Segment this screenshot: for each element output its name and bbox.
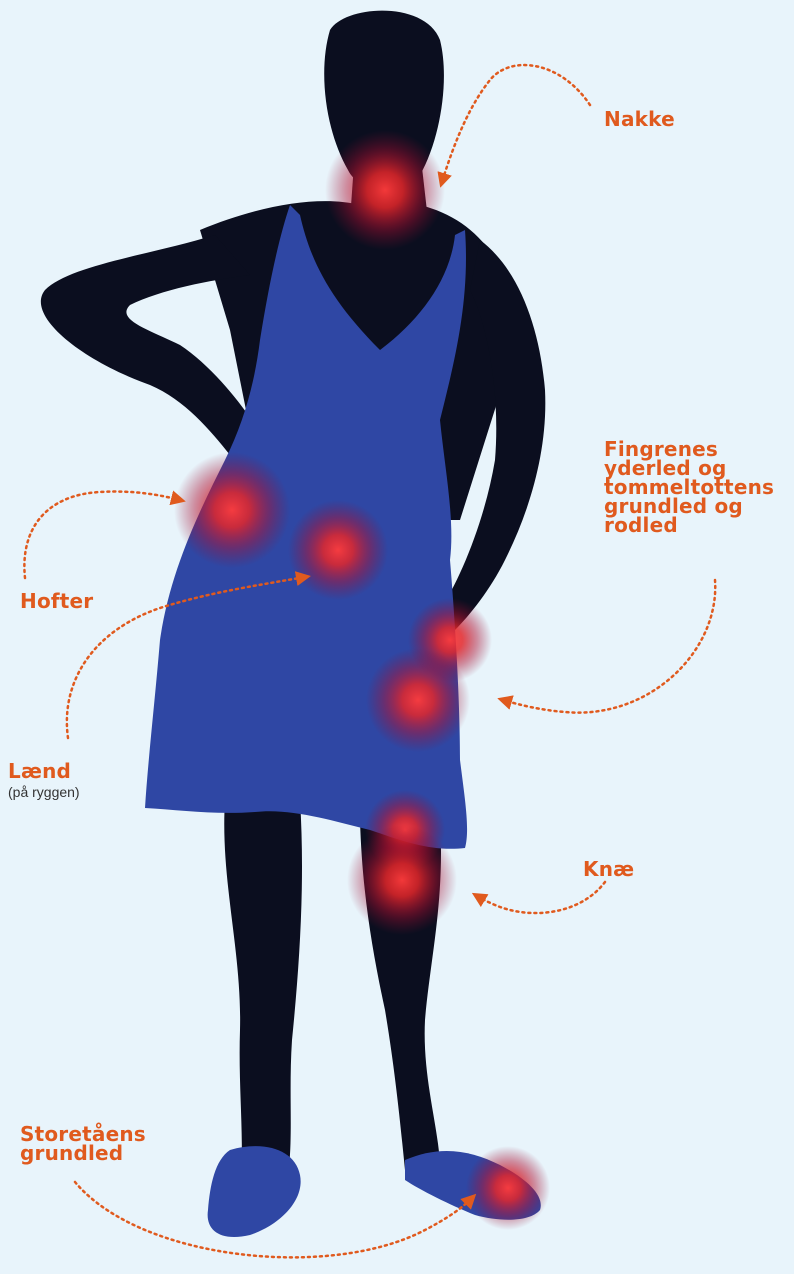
label-hofter: Hofter [20, 592, 93, 611]
label-nakke: Nakke [604, 110, 675, 129]
arrow-fingrenes [503, 580, 715, 713]
arrow-hofter [24, 492, 180, 578]
left-arm [41, 235, 265, 455]
label-storetaen: Storetåens grundled [20, 1125, 146, 1163]
hotspot-lower-back [288, 500, 388, 600]
hotspot-thumb [366, 648, 470, 752]
hotspot-hip [174, 452, 290, 568]
hotspot-big-toe [466, 1146, 550, 1230]
left-slipper [208, 1146, 301, 1237]
left-leg [224, 800, 302, 1190]
label-knae: Knæ [583, 860, 634, 879]
label-fingrenes: Fingrenes yderled og tommeltottens grund… [604, 440, 774, 535]
label-laend-sub: (på ryggen) [8, 784, 80, 800]
arrow-knae [477, 882, 605, 913]
hotspot-neck [325, 130, 445, 250]
hotspot-knee [347, 825, 457, 935]
label-laend: Lænd [8, 762, 71, 781]
arrow-nakke [442, 65, 590, 182]
